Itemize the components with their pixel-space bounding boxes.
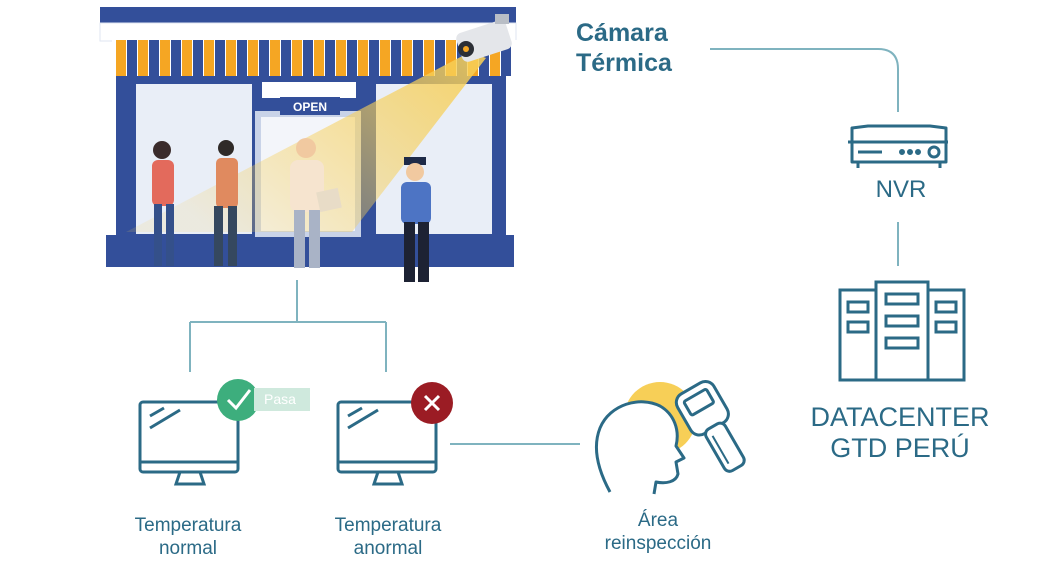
connector-camera-nvr — [710, 48, 899, 112]
connector-lines — [189, 48, 899, 445]
reinspection-label-line1: Área — [637, 510, 679, 531]
normal-temperature-line2: normal — [158, 538, 218, 559]
nvr-label: NVR — [875, 176, 927, 203]
datacenter-label-line1: DATACENTER — [810, 402, 990, 432]
camera-title-line1: Cámara — [576, 19, 668, 47]
abnormal-temperature-line2: anormal — [353, 538, 423, 559]
pass-check-icon — [217, 379, 259, 421]
people-illustration — [152, 138, 431, 282]
monitor-normal-icon — [138, 400, 240, 486]
fail-x-icon — [411, 382, 453, 424]
datacenter-servers-icon — [838, 280, 966, 382]
reinspection-label: Área reinspección — [578, 509, 738, 555]
camera-title-line2: Térmica — [576, 49, 672, 77]
connector-store-monitors — [189, 280, 387, 372]
open-sign-board — [262, 82, 356, 98]
normal-temperature-line1: Temperatura — [134, 515, 242, 536]
pass-badge: Pasa — [254, 388, 310, 411]
nvr-icon — [848, 124, 948, 168]
camera-title: Cámara Térmica — [576, 18, 672, 78]
thermal-camera-icon — [456, 14, 512, 62]
open-sign: OPEN — [293, 100, 327, 114]
normal-temperature-label: Temperatura normal — [108, 514, 268, 560]
abnormal-temperature-label: Temperatura anormal — [308, 514, 468, 560]
monitor-abnormal-icon — [336, 400, 438, 486]
abnormal-temperature-line1: Temperatura — [334, 515, 442, 536]
reinspection-head-thermometer-icon — [594, 379, 746, 495]
datacenter-label-line2: GTD PERÚ — [830, 433, 970, 463]
datacenter-label: DATACENTER GTD PERÚ — [790, 402, 1010, 464]
reinspection-label-line2: reinspección — [604, 533, 712, 554]
